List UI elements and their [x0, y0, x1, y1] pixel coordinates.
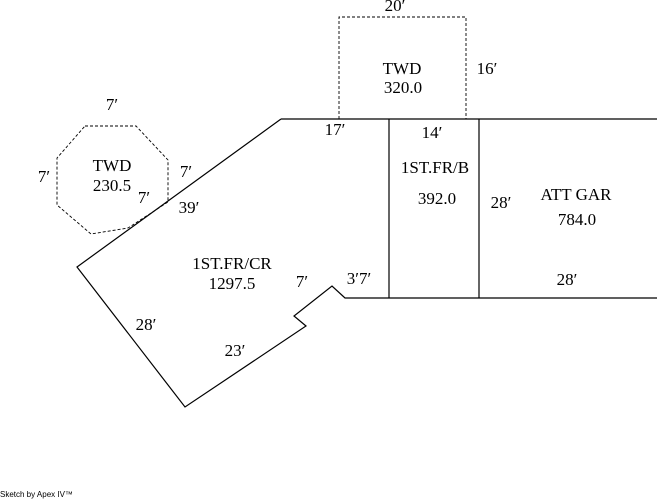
garage-name: ATT GAR: [541, 185, 613, 204]
dim-top-wall: 17′: [325, 120, 346, 139]
dim-diag-wall: 39′: [179, 198, 200, 217]
dim-oct-left: 7′: [38, 167, 50, 186]
dim-notch-small: 3′7′: [347, 269, 371, 288]
fr-b-name: 1ST.FR/B: [401, 158, 469, 177]
fr-cr-area: 1297.5: [209, 274, 256, 293]
dim-bottom-wall: 23′: [225, 341, 246, 360]
dim-notch-wall: 7′: [296, 272, 308, 291]
dim-twd-top-depth: 16′: [477, 59, 498, 78]
house-outline: [76, 118, 657, 408]
dim-oct-right: 7′: [180, 162, 192, 181]
dim-oct-inner: 7′: [138, 188, 150, 207]
fr-cr-name: 1ST.FR/CR: [192, 254, 272, 273]
fr-b-area: 392.0: [418, 189, 456, 208]
dim-left-wall: 28′: [136, 315, 157, 334]
garage-area: 784.0: [558, 210, 596, 229]
deck-top-outline: [338, 16, 467, 119]
dim-oct-top: 7′: [106, 95, 118, 114]
dim-room-b-width: 14′: [422, 123, 443, 142]
dim-twd-top-width: 20′: [385, 0, 406, 15]
twd-top-area: 320.0: [384, 78, 422, 97]
twd-oct-area: 230.5: [93, 176, 131, 195]
twd-oct-name: TWD: [93, 156, 132, 175]
sketch-credit: Sketch by Apex IV™: [0, 490, 73, 499]
deck-octagon-outline: [56, 125, 169, 235]
dim-garage-depth: 28′: [491, 193, 512, 212]
dim-garage-width: 28′: [557, 270, 578, 289]
twd-top-name: TWD: [383, 59, 422, 78]
